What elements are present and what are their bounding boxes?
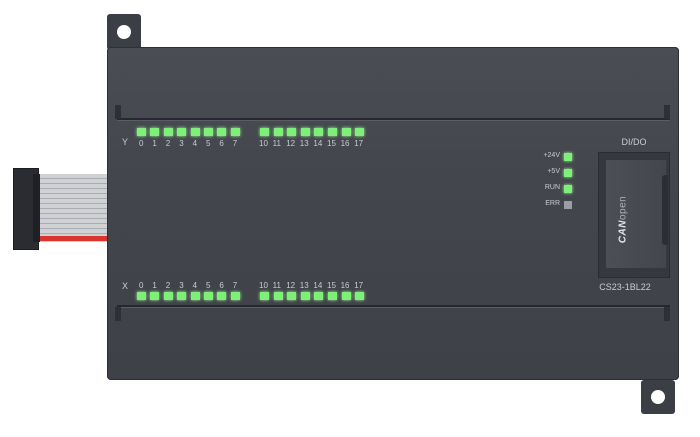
io-led <box>355 292 365 300</box>
io-led <box>190 292 200 300</box>
io-led <box>328 128 337 136</box>
io-led <box>328 292 337 300</box>
ribbon-cable <box>40 174 108 242</box>
status-led-label: +24V <box>543 152 560 159</box>
io-led-label: 14 <box>313 281 323 290</box>
io-led <box>273 128 283 136</box>
io-led-label: 6 <box>219 281 224 290</box>
io-led <box>177 128 187 136</box>
status-led <box>564 185 572 193</box>
io-led-label: 7 <box>232 281 238 290</box>
module-type-label: DI/DO <box>621 137 647 147</box>
row-letter: X <box>122 281 129 291</box>
io-led-label: 7 <box>232 139 238 148</box>
io-led <box>137 128 146 136</box>
io-led-label: 10 <box>259 281 268 290</box>
io-led-label: 1 <box>152 139 157 148</box>
io-led-label: 11 <box>272 139 281 148</box>
terminal-groove-bottom <box>117 305 670 307</box>
io-led <box>177 292 187 300</box>
io-led-label: 11 <box>272 281 281 290</box>
card-grip <box>662 175 668 245</box>
terminal-groove-top <box>117 118 670 120</box>
io-led-label: 15 <box>327 139 336 148</box>
io-led-label: 5 <box>206 139 211 148</box>
io-led-label: 0 <box>139 281 144 290</box>
io-led <box>217 292 227 300</box>
io-led-label: 1 <box>152 281 157 290</box>
ribbon-connector-clip <box>33 174 41 242</box>
io-led <box>287 292 297 300</box>
io-led <box>260 292 269 300</box>
groove-notch-top-right <box>664 105 670 119</box>
canopen-card <box>606 160 666 268</box>
mounting-hole-top <box>117 25 131 39</box>
plc-module-housing <box>107 47 679 380</box>
status-led <box>564 153 572 161</box>
io-led <box>190 128 200 136</box>
io-led-label: 17 <box>354 281 364 290</box>
io-led <box>204 292 213 300</box>
io-led-label: 13 <box>299 281 309 290</box>
io-led <box>230 128 240 136</box>
status-led <box>564 201 572 209</box>
io-led-label: 16 <box>340 281 350 290</box>
io-led <box>137 292 146 300</box>
io-led-label: 13 <box>299 139 309 148</box>
io-led <box>260 128 269 136</box>
groove-notch-bottom-left <box>115 307 121 321</box>
groove-notch-bottom-right <box>664 307 670 321</box>
io-led <box>314 292 324 300</box>
io-led-label: 2 <box>165 281 171 290</box>
row-letter: Y <box>122 137 129 147</box>
io-led <box>230 292 240 300</box>
io-led <box>287 128 297 136</box>
mounting-tab-top <box>107 14 141 50</box>
io-led <box>150 292 160 300</box>
status-led-label: ERR <box>545 200 560 207</box>
io-led-label: 3 <box>179 281 184 290</box>
io-led-label: 14 <box>313 139 323 148</box>
mounting-tab-bottom <box>641 380 675 414</box>
io-led <box>150 128 160 136</box>
io-led <box>300 292 310 300</box>
io-led <box>341 292 351 300</box>
io-led-label: 6 <box>219 139 224 148</box>
io-led <box>300 128 310 136</box>
io-led <box>355 128 365 136</box>
io-led-label: 17 <box>354 139 364 148</box>
mounting-hole-bottom <box>651 390 665 404</box>
io-led-label: 0 <box>139 139 144 148</box>
io-led <box>163 128 173 136</box>
io-led-label: 12 <box>286 281 296 290</box>
canopen-logo: CANopen <box>618 180 629 260</box>
io-led <box>273 292 283 300</box>
io-led-label: 12 <box>286 139 296 148</box>
model-number: CS23-1BL22 <box>599 282 651 292</box>
status-led-label: +5V <box>547 168 560 175</box>
io-led <box>314 128 324 136</box>
io-led <box>217 128 227 136</box>
io-led-label: 16 <box>340 139 350 148</box>
io-led <box>163 292 173 300</box>
status-led <box>564 169 572 177</box>
canopen-logo-light: open <box>617 195 629 221</box>
io-led-label: 4 <box>192 139 198 148</box>
io-led-label: 3 <box>179 139 184 148</box>
io-led-label: 5 <box>206 281 211 290</box>
status-led-label: RUN <box>544 184 560 191</box>
io-led <box>204 128 213 136</box>
io-led-label: 15 <box>327 281 336 290</box>
groove-notch-top-left <box>115 105 121 119</box>
io-led-label: 10 <box>259 139 268 148</box>
io-led-label: 4 <box>192 281 198 290</box>
io-led-label: 2 <box>165 139 171 148</box>
ribbon-cable-red-wire <box>40 236 108 241</box>
io-led <box>341 128 351 136</box>
canopen-logo-strong: CAN <box>617 220 629 244</box>
